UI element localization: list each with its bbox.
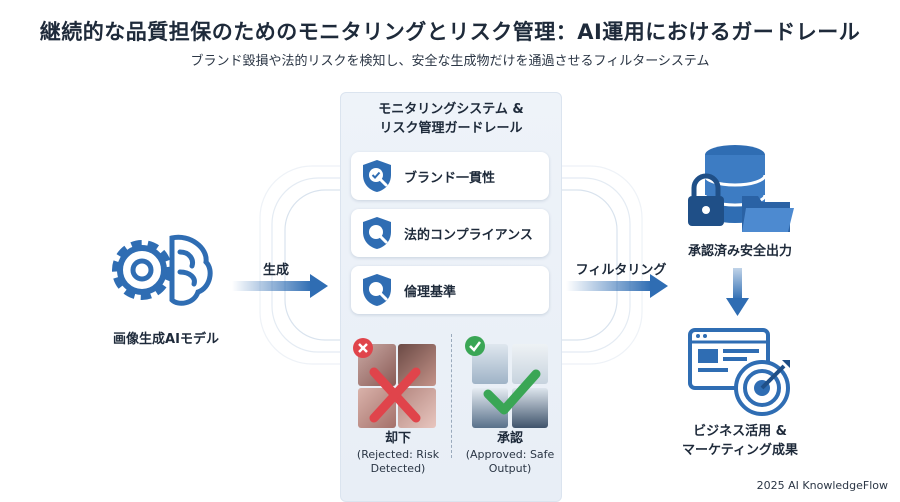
business-label-line1: ビジネス活用 & — [693, 424, 787, 439]
target-icon — [734, 360, 790, 416]
page-title: 継続的な品質担保のためのモニタリングとリスク管理：AI運用におけるガードレール — [39, 20, 861, 44]
panel-title-line1: モニタリングシステム & — [378, 102, 524, 117]
generate-label: 生成 — [262, 263, 289, 278]
rejected-desc-2: Detected) — [370, 462, 426, 475]
source-label: 画像生成AIモデル — [113, 332, 219, 347]
approve-marks — [465, 336, 541, 415]
lock-icon — [688, 173, 724, 226]
folder-icon — [742, 196, 794, 232]
approve-check-icon — [483, 369, 541, 415]
page-subtitle: ブランド毀損や法的リスクを検知し、安全な生成物だけを通過させるフィルターシステム — [190, 54, 710, 69]
check-label: ブランド一貫性 — [404, 170, 496, 186]
filtering-arrow — [566, 274, 668, 298]
reject-marks — [353, 338, 421, 423]
check-card-brand: ブランド一貫性 — [351, 152, 549, 200]
safe-output-label: 承認済み安全出力 — [687, 244, 792, 259]
shield-search-icon — [363, 274, 391, 306]
approved-label: 承認 — [496, 431, 523, 446]
approved-desc-1: (Approved: Safe — [465, 448, 555, 461]
check-card-legal: 法的コンプライアンス — [351, 209, 549, 257]
approved-verdict: 承認 (Approved: Safe Output) — [460, 432, 560, 476]
check-label: 法的コンプライアンス — [404, 227, 533, 243]
shield-search-icon — [363, 160, 391, 192]
approve-badge-icon — [465, 336, 485, 356]
gear-icon — [112, 240, 172, 300]
rejected-desc-1: (Rejected: Risk — [356, 448, 440, 461]
check-label: 倫理基準 — [404, 284, 457, 300]
business-label: ビジネス活用 & マーケティング成果 — [660, 422, 820, 460]
rejected-verdict: 却下 (Rejected: Risk Detected) — [350, 432, 446, 476]
panel-title-line2: リスク管理ガードレール — [379, 121, 523, 136]
down-arrow — [726, 268, 749, 316]
panel-title: モニタリングシステム & リスク管理ガードレール — [340, 100, 562, 138]
shield-search-icon — [363, 217, 391, 249]
footer-credit: 2025 AI KnowledgeFlow — [756, 479, 888, 492]
approved-desc-2: Output) — [488, 462, 532, 475]
filtering-label: フィルタリング — [575, 263, 667, 278]
check-card-ethics: 倫理基準 — [351, 266, 549, 314]
verdict-divider — [451, 334, 452, 458]
brain-icon — [169, 234, 213, 306]
generate-arrow — [232, 274, 328, 298]
rejected-label: 却下 — [384, 431, 411, 446]
business-label-line2: マーケティング成果 — [682, 443, 798, 458]
